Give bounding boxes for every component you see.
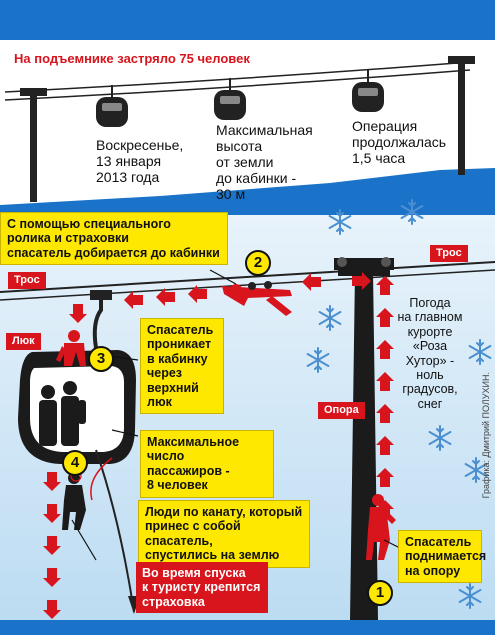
tower-label: Опора — [318, 402, 365, 420]
fact-height: Максимальная высота от земли до кабинки … — [216, 122, 313, 203]
cabin — [18, 290, 136, 464]
fact-date: Воскресенье, 13 января 2013 года — [96, 137, 184, 186]
rescuer-tower-icon — [366, 494, 396, 560]
step-3-text: Спасатель проникает в кабинку через верх… — [147, 323, 214, 409]
rescuer-hatch-icon — [56, 330, 86, 366]
main-cable — [0, 261, 495, 301]
weather-note: Погода на главном курорте «Роза Хутор» -… — [397, 296, 463, 411]
cable-label-left: Трос — [8, 272, 46, 290]
fact-duration: Операция продолжалась 1,5 часа — [352, 118, 447, 167]
headline: На подъемнике застряло 75 человек — [14, 51, 250, 66]
step-1-text: Спасатель поднимается на опору — [405, 535, 487, 578]
insurance-callout: Во время спуска к туристу крепится страх… — [136, 562, 268, 614]
gondola-icon — [214, 78, 246, 120]
step-4-badge: 4 — [62, 450, 88, 476]
step-3-callout: Спасатель проникает в кабинку через верх… — [140, 318, 224, 415]
step-2-callout: С помощью специального ролика и страховк… — [0, 212, 228, 266]
rescuer-cable-icon — [222, 281, 292, 316]
gondola-icon — [96, 85, 128, 127]
graphics-credit: Графика: Дмитрий ПОЛУХИН. — [481, 372, 491, 499]
cable-label-right: Трос — [430, 245, 468, 263]
top-frame-bar — [0, 0, 495, 40]
step-2-badge: 2 — [245, 250, 271, 276]
step-1-badge: 1 — [367, 580, 393, 606]
step-4-callout: Люди по канату, который принес с собой с… — [138, 500, 310, 568]
gondola-icon — [352, 70, 384, 112]
bottom-frame-bar — [0, 620, 495, 635]
step-2-text: С помощью специального ролика и страховк… — [7, 217, 220, 260]
max-passengers-text: Максимальное число пассажиров - 8 челове… — [147, 435, 240, 493]
callout-pointers — [71, 269, 401, 561]
step-4-text: Люди по канату, который принес с собой с… — [145, 505, 303, 563]
step-1-callout: Спасатель поднимается на опору — [398, 530, 486, 584]
hatch-label: Люк — [6, 333, 41, 351]
step-3-badge: 3 — [88, 346, 114, 372]
insurance-text: Во время спуска к туристу крепится страх… — [142, 566, 261, 609]
passengers-icon — [39, 381, 86, 446]
top-ropeway — [4, 56, 475, 202]
max-passengers-callout: Максимальное число пассажиров - 8 челове… — [140, 430, 274, 498]
